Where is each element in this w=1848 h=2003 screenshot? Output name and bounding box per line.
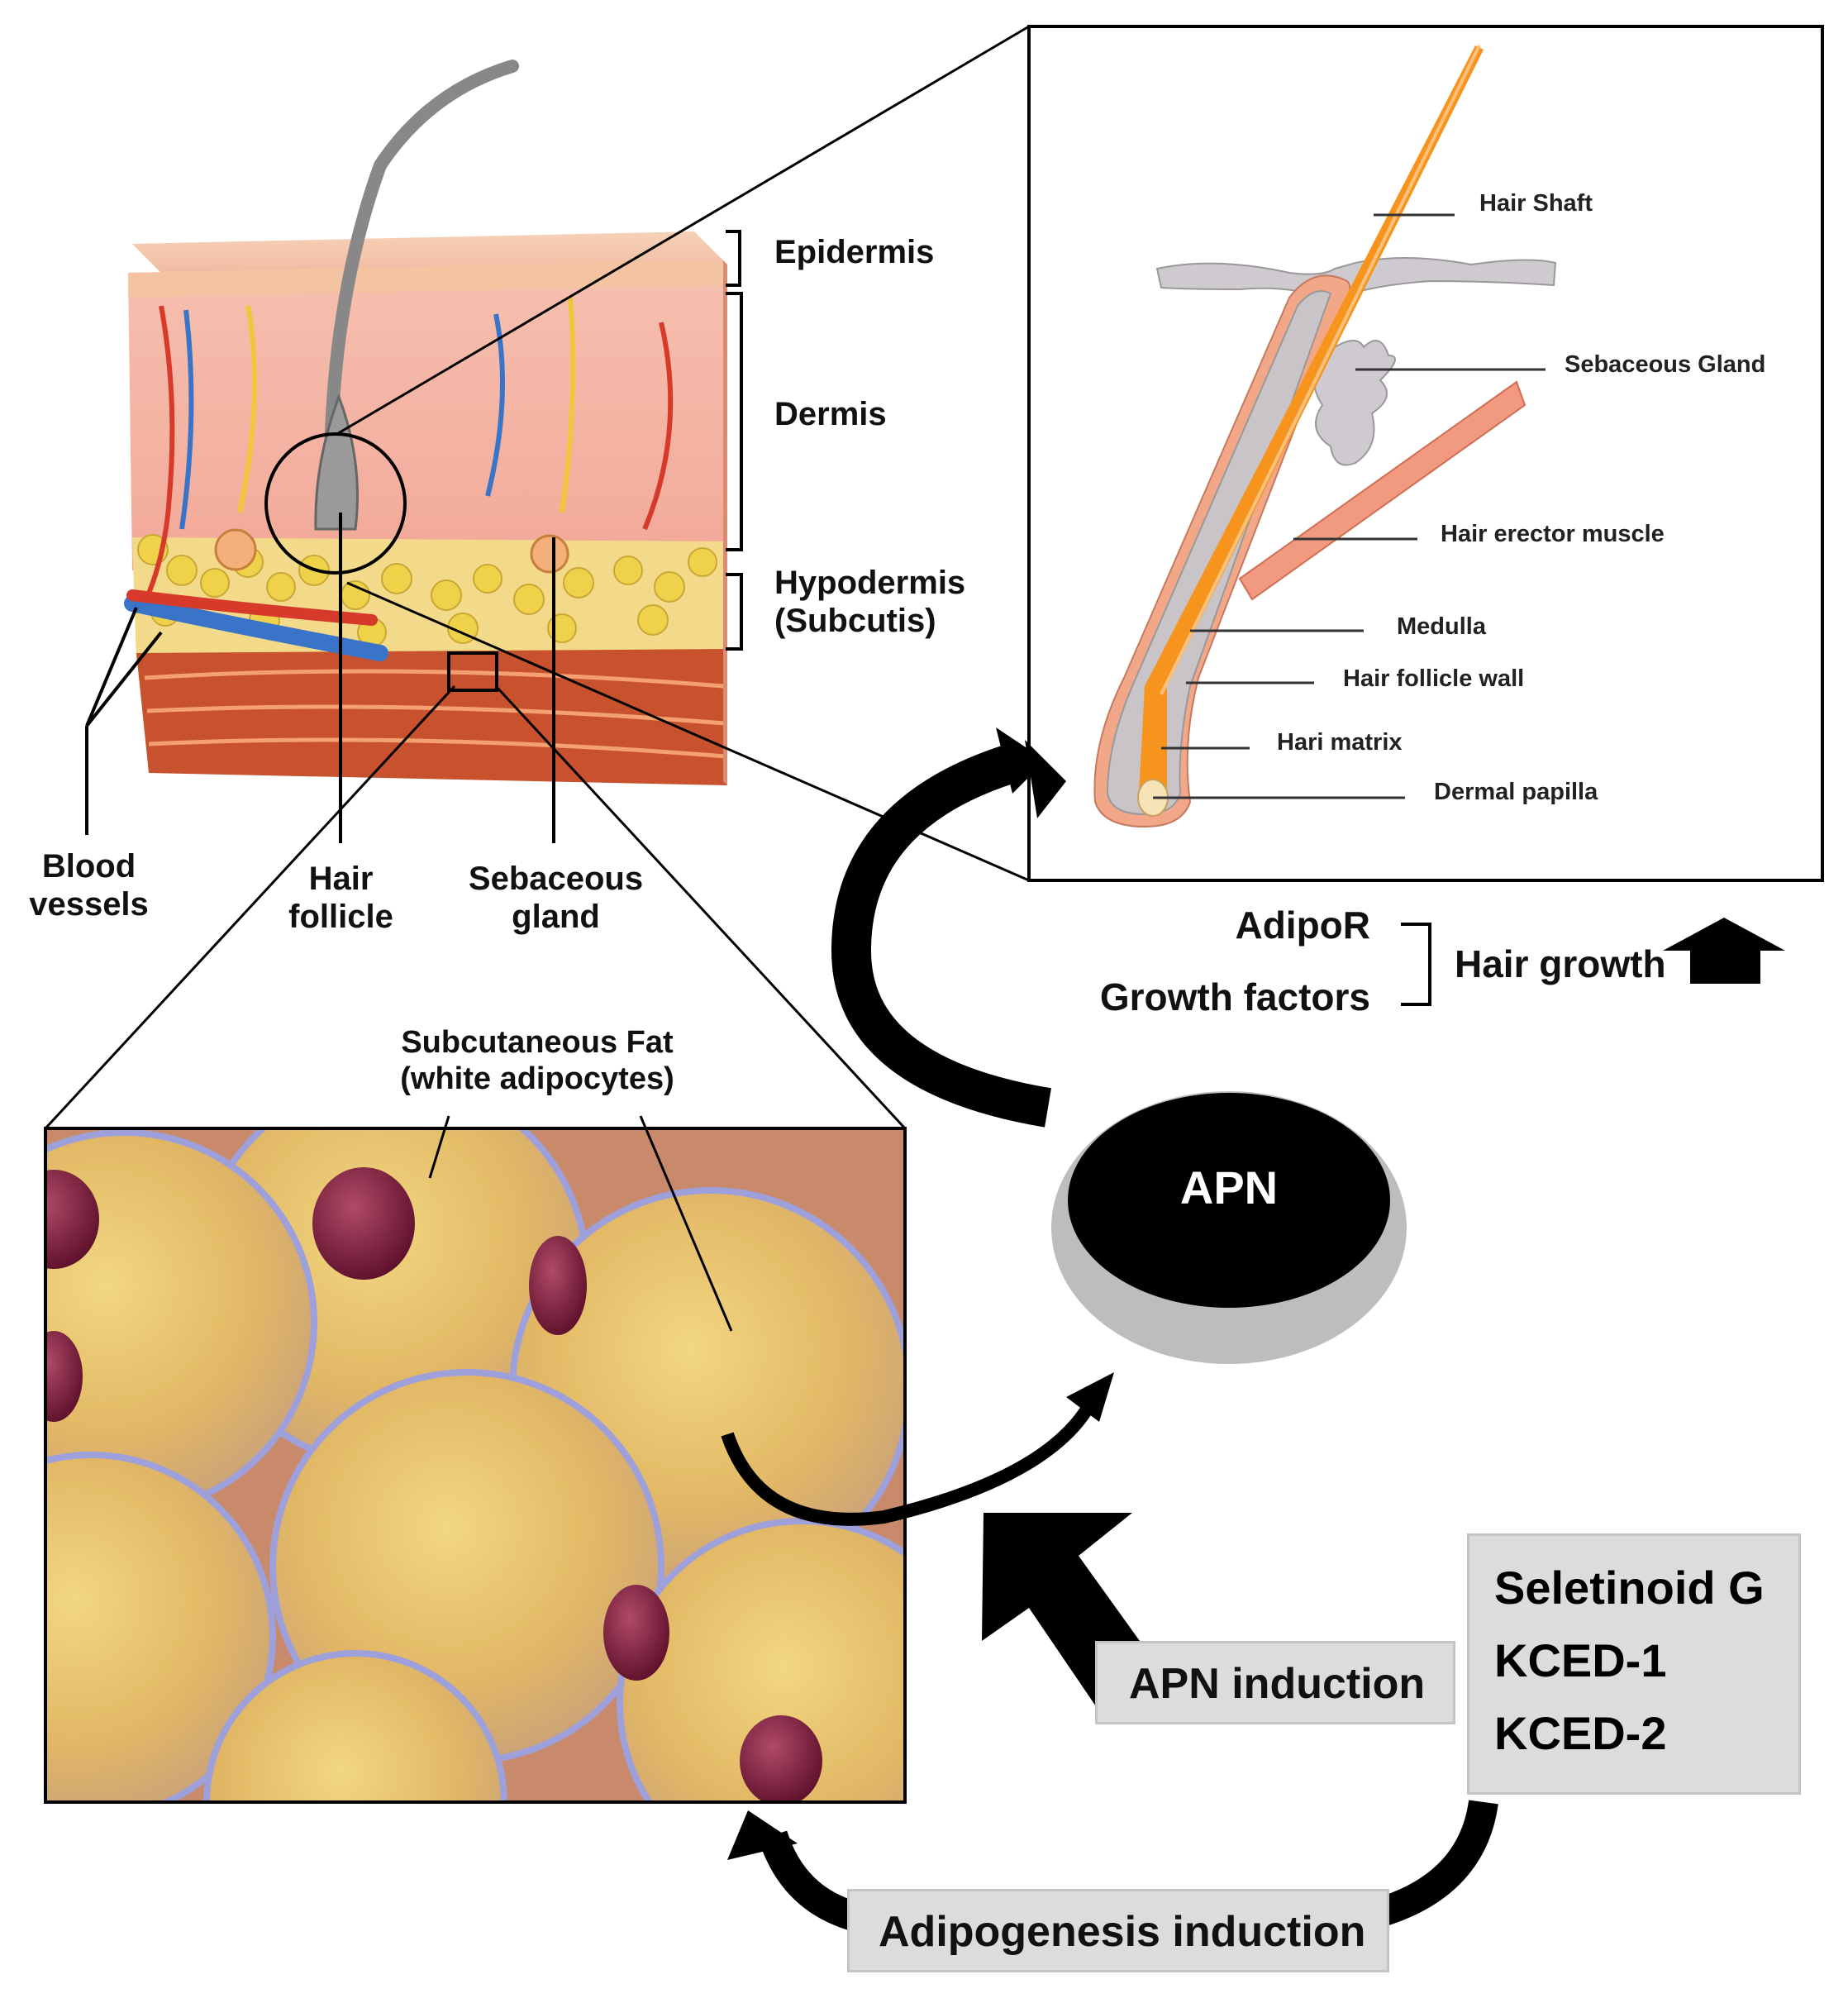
hypodermis-label-line2: (Subcutis) xyxy=(774,603,936,639)
dermal-papilla-label: Dermal papilla xyxy=(1434,779,1598,805)
subcutaneous-fat-label-line2: (white adipocytes) xyxy=(400,1061,674,1096)
compound-seletinoid-g: Seletinoid G xyxy=(1494,1562,1765,1614)
adipogenesis-to-fat-arrow xyxy=(758,1830,864,1933)
hypodermis-label: Hypodermis (Subcutis) xyxy=(774,564,965,640)
hair-follicle-label: Hair follicle xyxy=(273,860,409,936)
fat-cell-panel xyxy=(44,1127,907,1804)
apn-label: APN xyxy=(1179,1161,1279,1214)
layer-brackets xyxy=(726,230,743,651)
follicle-detail-drawing xyxy=(1093,45,1557,828)
hypodermis-label-line1: Hypodermis xyxy=(774,565,966,601)
adipogenesis-induction-box: Adipogenesis induction xyxy=(847,1889,1389,1972)
subcutaneous-fat-label: Subcutaneous Fat (white adipocytes) xyxy=(355,1025,719,1097)
hair-follicle-label-line2: follicle xyxy=(288,899,393,935)
apn-node xyxy=(1051,1091,1407,1364)
growth-factors-label: Growth factors xyxy=(1099,975,1370,1018)
hair-growth-up-arrow xyxy=(1663,918,1785,984)
apn-to-follicle-arrow xyxy=(831,741,1051,1128)
subcutaneous-fat-label-line1: Subcutaneous Fat xyxy=(401,1025,674,1060)
skin-cross-section xyxy=(124,60,727,785)
compounds-box: Seletinoid G KCED-1 KCED-2 xyxy=(1467,1533,1801,1795)
hair-erector-muscle-label: Hair erector muscle xyxy=(1441,521,1665,547)
compound-kced-1: KCED-1 xyxy=(1494,1634,1667,1686)
apn-induction-box: APN induction xyxy=(1095,1641,1455,1724)
fat-to-apn-arrow xyxy=(721,1405,1093,1526)
fat-highlight-square xyxy=(447,651,498,692)
adipogenesis-induction-label: Adipogenesis induction xyxy=(879,1908,1366,1956)
compound-kced-2: KCED-2 xyxy=(1494,1707,1667,1759)
blood-vessels-label-line2: vessels xyxy=(29,886,149,923)
sebaceous-gland-detail-label: Sebaceous Gland xyxy=(1565,351,1766,378)
hair-follicle-wall-label: Hair follicle wall xyxy=(1343,665,1525,692)
blood-vessels-label: Blood vessels xyxy=(17,847,161,923)
epidermis-label: Epidermis xyxy=(774,234,935,270)
apn-induction-label: APN induction xyxy=(1129,1660,1426,1708)
sebaceous-gland-label: Sebaceous gland xyxy=(463,860,649,936)
hair-matrix-label: Hari matrix xyxy=(1277,729,1403,756)
hair-follicle-label-line1: Hair xyxy=(308,861,374,897)
adipor-label: AdipoR xyxy=(1235,904,1370,947)
sebaceous-gland-label-line1: Sebaceous xyxy=(468,861,644,897)
hair-shaft-label: Hair Shaft xyxy=(1479,190,1593,217)
blood-vessels-label-line1: Blood xyxy=(41,848,136,885)
dermis-label: Dermis xyxy=(774,396,887,432)
medulla-label: Medulla xyxy=(1397,613,1486,640)
sebaceous-gland-label-line2: gland xyxy=(512,899,600,935)
hair-growth-label: Hair growth xyxy=(1455,942,1666,985)
